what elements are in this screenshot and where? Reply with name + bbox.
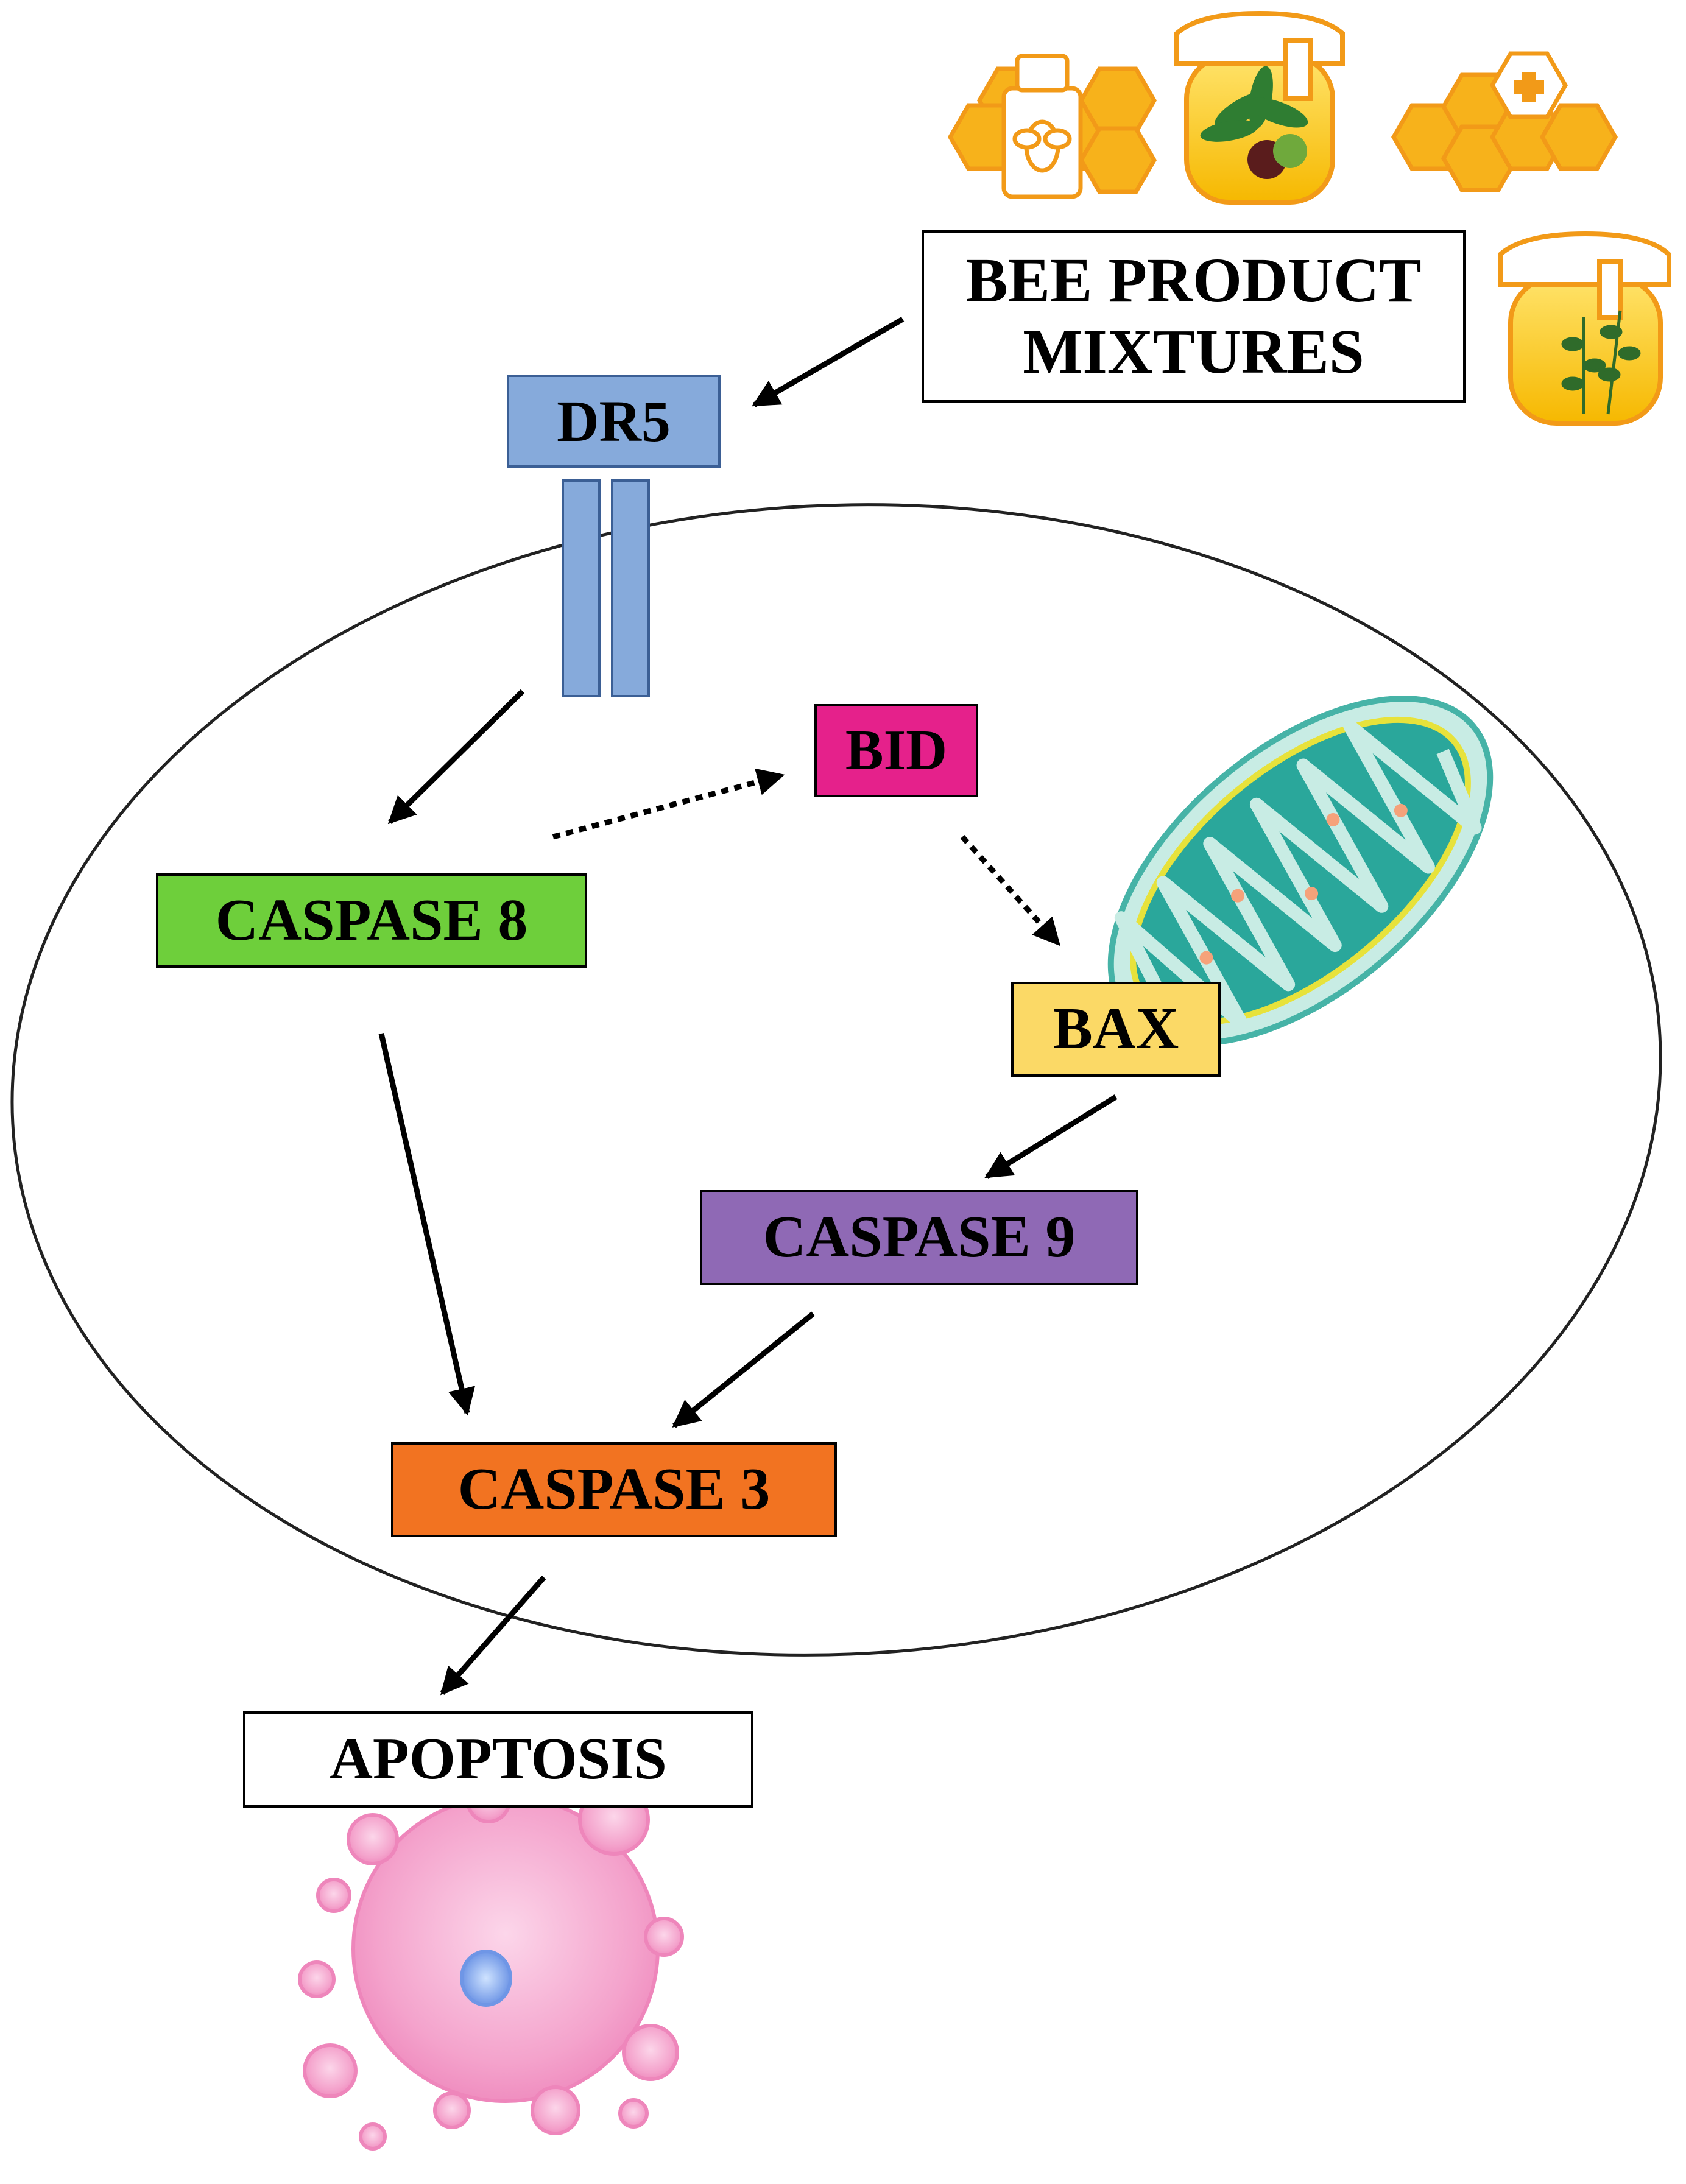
herbal-honey-jar-icon [1498,231,1671,426]
chestnut-honey-jar-icon [1174,10,1345,205]
cell-membrane [10,503,1662,1657]
arrow-caspase3-to-apoptosis [440,1576,546,1696]
arrow-caspase8-to-caspase3 [378,1033,476,1416]
caspase-9-box: CASPASE 9 [700,1190,1138,1285]
dr5-box: DR5 [507,375,721,468]
arrow-caspase9-to-caspase3 [672,1311,815,1428]
bid-box: BID [814,704,978,797]
mitochondrion-illustration [1107,696,1494,1046]
caspase-8-box: CASPASE 8 [156,873,587,968]
arrow-bee-to-dr5 [752,317,905,407]
arrow-bid-to-bax [960,834,1061,946]
apoptosis-box: APOPTOSIS [243,1711,753,1808]
caspase-3-box: CASPASE 3 [391,1442,837,1537]
honeycomb-medical-icon [1391,51,1618,192]
arrow-dr5-to-caspase8 [387,689,525,825]
honeycomb-bottle-icon [947,54,1157,199]
apoptotic-cell-illustration [298,1778,684,2151]
arrow-bax-to-caspase9 [984,1094,1118,1179]
bax-box: BAX [1011,982,1221,1077]
arrow-caspase8-to-bid [552,768,785,840]
bee-product-mixtures-box: BEE PRODUCT MIXTURES [922,230,1466,403]
dr5-receptor-transmembrane [562,479,650,697]
